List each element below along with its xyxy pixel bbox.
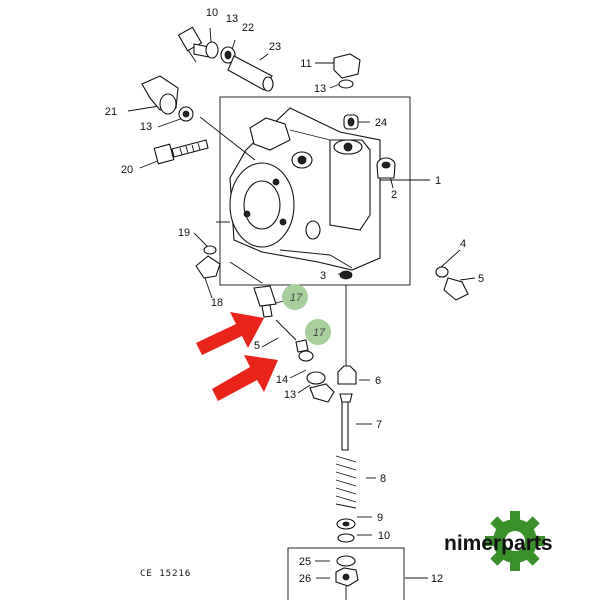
callout-11: 12 — [431, 573, 443, 585]
callout-24: 24 — [375, 117, 387, 129]
callout-10: 10 — [378, 530, 390, 542]
spool-assembly — [253, 285, 335, 403]
callout-1: 1 — [435, 175, 441, 187]
red-arrow-lower — [212, 355, 278, 401]
gear-icon — [485, 511, 545, 571]
fitting-top-left — [177, 26, 274, 92]
callout-26: 26 — [299, 573, 311, 585]
plug-right — [435, 266, 469, 301]
pump-housing — [229, 107, 381, 271]
callout-8: 8 — [380, 473, 386, 485]
callout-20: 20 — [121, 164, 133, 176]
callout-12: 10 — [206, 7, 218, 19]
callout-12: 11 — [300, 58, 311, 70]
callout-13: 13 — [140, 121, 152, 133]
highlight-circle-17-upper — [282, 284, 308, 310]
callout-25: 25 — [299, 556, 311, 568]
red-arrow-upper — [196, 312, 264, 355]
callout-5: 5 — [254, 340, 260, 352]
callout-14: 14 — [276, 374, 288, 386]
housing-11-frame — [287, 547, 405, 600]
callout-18: 18 — [211, 297, 223, 309]
sleeve-2 — [376, 157, 396, 179]
nut-stack — [335, 555, 359, 600]
callout-21: 21 — [105, 106, 117, 118]
elbow-fitting — [141, 75, 194, 122]
callout-19: 19 — [178, 227, 190, 239]
fitting-left — [195, 245, 221, 279]
callout-17: 17 — [313, 327, 326, 339]
callout-13: 13 — [284, 389, 296, 401]
valve-stack — [335, 270, 357, 543]
highlight-circle-17-lower — [305, 319, 331, 345]
drawing-code: CE 15216 — [140, 569, 191, 579]
callout-6: 6 — [375, 375, 381, 387]
callout-22: 22 — [242, 22, 254, 34]
callout-4: 4 — [460, 238, 466, 250]
callout-9: 9 — [377, 512, 383, 524]
plug-top-right — [333, 53, 361, 130]
callout-5: 5 — [478, 273, 484, 285]
callout-23: 23 — [269, 41, 281, 53]
callout-17: 17 — [290, 292, 303, 304]
callout-13: 13 — [226, 13, 238, 25]
housing-frame — [219, 96, 411, 286]
brand-logo: nimerparts — [444, 511, 553, 571]
callout-3: 3 — [320, 270, 326, 282]
brand-name: nimerparts — [444, 532, 553, 555]
callout-2: 2 — [391, 189, 397, 201]
callout-7: 7 — [376, 419, 382, 431]
callout-13: 13 — [314, 83, 326, 95]
bolt-20 — [153, 139, 209, 165]
